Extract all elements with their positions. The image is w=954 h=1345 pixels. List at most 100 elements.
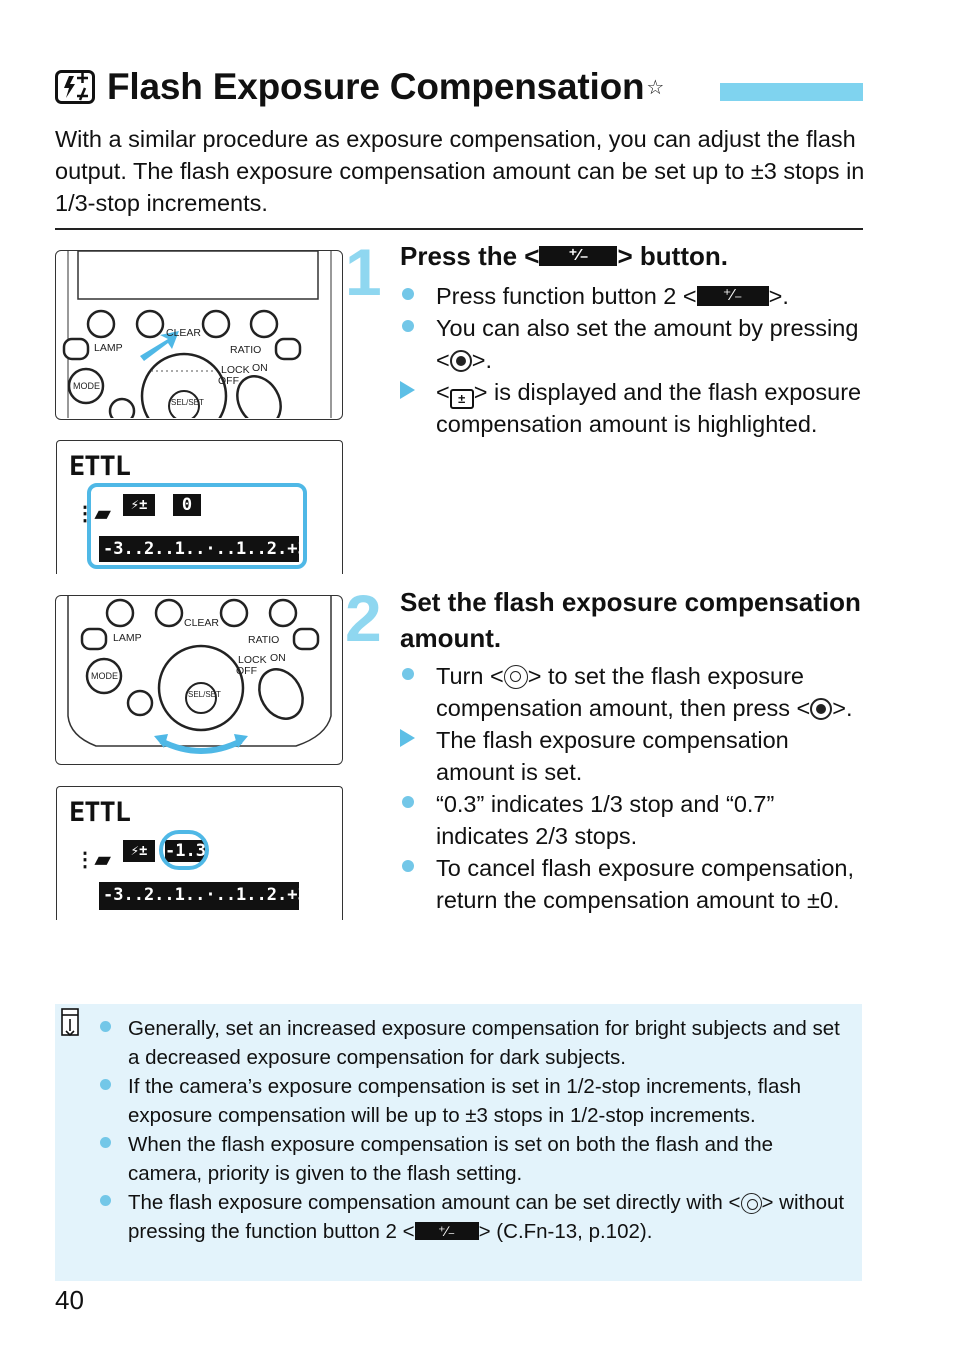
off-label: OFF xyxy=(218,375,239,387)
on-label: ON xyxy=(270,652,286,664)
bullet-text: > is displayed and the flash exposure co… xyxy=(436,379,862,437)
memo-list: Generally, set an increased exposure com… xyxy=(98,1014,848,1246)
flash-head-icon: ⋮▰ xyxy=(75,849,111,871)
page-title: Flash Exposure Compensation xyxy=(107,66,645,107)
list-item: The flash exposure compensation amount c… xyxy=(98,1188,848,1246)
sel-set-button-icon xyxy=(449,350,472,372)
bullet-dot-icon xyxy=(402,796,414,808)
bullet-text: >. xyxy=(471,347,492,373)
list-item: You can also set the amount by pressing … xyxy=(400,312,870,376)
exposure-scale: -3..2..1..·..1..2.+3 xyxy=(99,882,308,910)
step-1: Press the <⁺∕₋> button. Press function b… xyxy=(400,238,870,440)
bullet-text: The flash exposure compensation amount i… xyxy=(436,727,789,785)
list-item: To cancel flash exposure compensation, r… xyxy=(400,852,870,916)
bullet-dot-icon xyxy=(402,288,414,300)
mode-label: MODE xyxy=(91,671,118,681)
lamp-label: LAMP xyxy=(113,632,142,644)
bullet-text: >. xyxy=(768,283,789,309)
bullet-text: < xyxy=(436,379,450,405)
lock-label: LOCK xyxy=(221,364,250,376)
section-divider xyxy=(55,228,863,230)
lock-label: LOCK xyxy=(238,654,267,666)
list-item: Turn <> to set the flash exposure compen… xyxy=(400,660,870,724)
flash-head-icon: ⋮▰ xyxy=(75,503,111,525)
select-dial-icon xyxy=(740,1193,762,1214)
bullet-dot-icon xyxy=(100,1021,111,1032)
result-arrow-icon xyxy=(400,729,415,747)
memo-text: > without pressing the function button 2… xyxy=(128,1191,845,1243)
memo-text: The flash exposure compensation amount c… xyxy=(128,1191,741,1214)
bullet-text: You can also set the amount by pressing … xyxy=(436,315,859,373)
lcd-display-1: ETTL ⋮▰ ⚡± 0 -3..2..1..·..1..2.+3 xyxy=(56,440,343,574)
flash-panel-illustration-1: LAMP CLEAR RATIO LOCK OFF ON MODE SEL/SE… xyxy=(55,250,343,440)
memo-text: > (C.Fn-13, p.102). xyxy=(478,1220,653,1243)
exposure-scale: -3..2..1..·..1..2.+3 xyxy=(99,536,308,562)
step-number-1: 1 xyxy=(345,235,382,309)
select-dial-icon xyxy=(503,665,528,689)
title-row: Flash Exposure Compensation ☆ xyxy=(55,62,664,112)
bullet-text: Press function button 2 < xyxy=(436,283,697,309)
memo-text: Generally, set an increased exposure com… xyxy=(128,1017,840,1069)
step-1-title-post: > button. xyxy=(617,241,728,271)
bullet-dot-icon xyxy=(402,668,414,680)
step-1-bullets: Press function button 2 <⁺∕₋>. You can a… xyxy=(400,280,870,440)
lamp-label: LAMP xyxy=(94,342,123,354)
bullet-dot-icon xyxy=(100,1195,111,1206)
bullet-text: < xyxy=(796,695,811,721)
fec-value: 0 xyxy=(173,494,201,516)
step-number-2: 2 xyxy=(345,581,382,655)
result-arrow-icon xyxy=(400,381,415,399)
flash-exposure-compensation-icon xyxy=(55,70,95,104)
bullet-text: Turn < xyxy=(436,663,504,689)
off-label: OFF xyxy=(236,665,257,677)
fec-symbol: ⚡± xyxy=(123,494,155,516)
page-number: 40 xyxy=(55,1285,84,1315)
bullet-text: To cancel flash exposure compensation, r… xyxy=(436,855,855,913)
bullet-dot-icon xyxy=(402,860,414,872)
step-2-title: Set the flash exposure compensation amou… xyxy=(400,587,861,653)
sel-set-button-icon xyxy=(810,698,833,720)
step-2-bullets: Turn <> to set the flash exposure compen… xyxy=(400,660,870,916)
function-button-2-icon: ⁺∕₋ xyxy=(696,285,769,306)
bullet-text: > to set the flash exposure compensation… xyxy=(436,663,805,721)
ratio-label: RATIO xyxy=(230,344,262,356)
flash-panel-drawing xyxy=(62,250,332,440)
ettl-mode-text: ETTL xyxy=(69,451,131,482)
list-item: The flash exposure compensation amount i… xyxy=(400,724,870,788)
intro-paragraph: With a similar procedure as exposure com… xyxy=(55,126,865,216)
list-item: “0.3” indicates 1/3 stop and “0.7” indic… xyxy=(400,788,870,852)
mode-label: MODE xyxy=(73,381,100,391)
step-1-title-pre: Press the < xyxy=(400,241,540,271)
sel-set-label: SEL/SET xyxy=(171,398,204,407)
list-item: When the flash exposure compensation is … xyxy=(98,1130,848,1188)
bullet-text: “0.3” indicates 1/3 stop and “0.7” indic… xyxy=(436,791,775,849)
highlight-frame xyxy=(87,483,307,569)
list-item: If the camera’s exposure compensation is… xyxy=(98,1072,848,1130)
function-button-2-icon: ⁺∕₋ xyxy=(414,1221,479,1240)
bullet-text: >. xyxy=(832,695,853,721)
sel-set-label: SEL/SET xyxy=(188,690,221,699)
memo-text: If the camera’s exposure compensation is… xyxy=(128,1075,802,1127)
step-2: Set the flash exposure compensation amou… xyxy=(400,584,870,916)
ettl-mode-text: ETTL xyxy=(69,797,131,828)
flash-panel-drawing xyxy=(67,596,332,754)
list-item: <±> is displayed and the flash exposure … xyxy=(400,376,870,440)
step-1-title: Press the <⁺∕₋> button. xyxy=(400,238,870,274)
memo-icon xyxy=(61,1008,79,1037)
title-accent-bar xyxy=(720,83,863,101)
memo-text: When the flash exposure compensation is … xyxy=(128,1133,774,1185)
fec-symbol: ⚡± xyxy=(123,840,155,862)
ratio-label: RATIO xyxy=(248,634,280,646)
clear-label: CLEAR xyxy=(184,617,220,629)
on-label: ON xyxy=(252,362,268,374)
clear-label: CLEAR xyxy=(166,327,202,339)
list-item: Press function button 2 <⁺∕₋>. xyxy=(400,280,870,312)
function-button-2-icon: ⁺∕₋ xyxy=(539,246,618,267)
flash-panel-illustration-2: LAMP CLEAR RATIO LOCK OFF ON MODE SEL/SE… xyxy=(55,595,343,765)
bullet-dot-icon xyxy=(100,1079,111,1090)
lcd-display-2: ETTL ⋮▰ ⚡± -1.3 -3..2..1..·..1..2.+3 xyxy=(56,786,343,920)
list-item: Generally, set an increased exposure com… xyxy=(98,1014,848,1072)
highlight-ring xyxy=(159,830,209,870)
flash-exposure-compensation-icon: ± xyxy=(449,389,474,409)
title-star: ☆ xyxy=(646,76,665,99)
